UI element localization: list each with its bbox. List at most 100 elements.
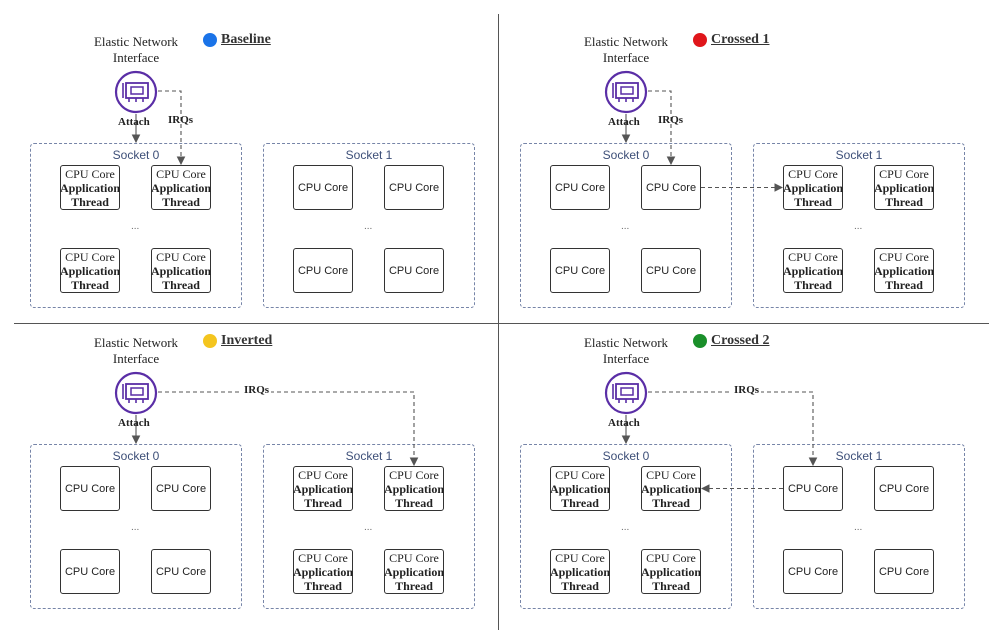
cpu-core-label: CPU Core	[788, 166, 838, 181]
scenario-title-text: Baseline	[221, 32, 271, 47]
socket-label: Socket 0	[112, 449, 160, 463]
eni-label: Elastic Network Interface	[93, 335, 179, 366]
ellipsis: ...	[621, 221, 630, 232]
irqs-label: IRQs	[658, 114, 684, 126]
cpu-core-label: CPU Core	[646, 550, 696, 565]
cpu-core-label: CPU Core	[155, 482, 207, 495]
eni-label: Elastic Network Interface	[583, 34, 669, 65]
cpu-core-box: CPU Core	[60, 549, 120, 594]
scenario-dot-icon	[693, 33, 707, 47]
eni-label: Elastic Network Interface	[93, 34, 179, 65]
irqs-arrow	[648, 391, 818, 467]
network-interface-icon	[604, 371, 648, 415]
ellipsis: ...	[854, 221, 863, 232]
cpu-core-box: CPU Core	[151, 466, 211, 511]
panel-crossed-2: Elastic Network Interface Crossed 2 Socket…	[490, 301, 980, 609]
cpu-core-box: CPU Core	[783, 466, 843, 511]
cpu-core-label: CPU Core	[64, 482, 116, 495]
scenario-title: Crossed 1	[693, 32, 769, 48]
socket-1-group: Socket 1	[263, 444, 475, 609]
ellipsis: ...	[131, 522, 140, 533]
cpu-core-box: CPU Core	[293, 248, 353, 293]
socket-0-group: Socket 0	[520, 444, 732, 609]
cpu-core-label: CPU Core	[298, 467, 348, 482]
cpu-core-label: CPU Core	[65, 166, 115, 181]
cpu-core-label: CPU Core	[787, 565, 839, 578]
irqs-arrow	[648, 90, 676, 166]
socket-1-group: Socket 1	[263, 143, 475, 308]
cpu-core-label: CPU Core	[554, 264, 606, 277]
attach-label: Attach	[608, 417, 640, 429]
cpu-core-box: CPU Core	[60, 466, 120, 511]
scenario-title: Crossed 2	[693, 333, 769, 349]
vertical-divider	[498, 14, 499, 630]
scenario-title-text: Crossed 2	[711, 333, 770, 348]
ellipsis: ...	[364, 221, 373, 232]
socket-label: Socket 1	[345, 148, 393, 162]
cpu-core-label: CPU Core	[298, 550, 348, 565]
cpu-core-box: CPU Core	[641, 248, 701, 293]
socket-label: Socket 1	[835, 449, 883, 463]
socket-label: Socket 0	[602, 449, 650, 463]
irqs-label: IRQs	[168, 114, 194, 126]
cpu-core-label: CPU Core	[156, 249, 206, 264]
connector-lines	[131, 391, 419, 467]
eni-label: Elastic Network Interface	[583, 335, 669, 366]
cpu-core-label: CPU Core	[155, 565, 207, 578]
scenario-title: Inverted	[203, 333, 272, 349]
cpu-core-label: CPU Core	[646, 467, 696, 482]
scenario-title-text: Crossed 1	[711, 32, 770, 47]
cpu-core-label: CPU Core	[879, 166, 929, 181]
scenario-dot-icon	[203, 33, 217, 47]
cpu-core-label: CPU Core	[555, 550, 605, 565]
irqs-label: IRQs	[242, 384, 272, 396]
cpu-core-label: CPU Core	[297, 181, 349, 194]
cpu-core-label: CPU Core	[879, 249, 929, 264]
connector-lines	[621, 90, 784, 192]
socket-label: Socket 0	[112, 148, 160, 162]
scenario-title-text: Inverted	[221, 333, 273, 348]
cpu-core-label: CPU Core	[389, 467, 439, 482]
cpu-core-label: CPU Core	[554, 181, 606, 194]
cpu-core-label: CPU Core	[65, 249, 115, 264]
scenario-dot-icon	[693, 334, 707, 348]
socket-1-group: Socket 1	[753, 444, 965, 609]
scenario-title: Baseline	[203, 32, 271, 48]
scenario-dot-icon	[203, 334, 217, 348]
ellipsis: ...	[621, 522, 630, 533]
irqs-arrow	[158, 391, 419, 467]
cpu-core-box: CPU Core	[550, 248, 610, 293]
cpu-core-label: CPU Core	[156, 166, 206, 181]
cpu-core-label: CPU Core	[555, 467, 605, 482]
cpu-core-box: CPU Core	[550, 165, 610, 210]
network-interface-icon	[114, 70, 158, 114]
cpu-core-label: CPU Core	[645, 181, 697, 194]
attach-label: Attach	[118, 417, 150, 429]
cpu-core-label: CPU Core	[878, 482, 930, 495]
cpu-core-label: CPU Core	[788, 249, 838, 264]
cpu-core-box: CPU Core	[384, 165, 444, 210]
cpu-core-label: CPU Core	[388, 264, 440, 277]
cpu-core-box: CPU Core	[641, 165, 701, 210]
